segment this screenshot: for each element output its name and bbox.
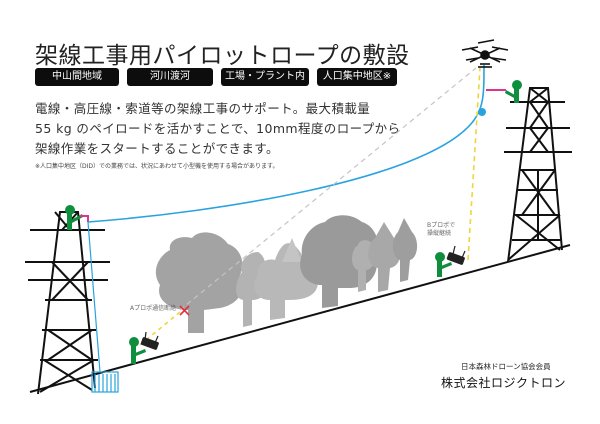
description-line-1: 電線・高圧線・索道等の架線工事のサポート。最大積載量 [35,101,371,116]
worker-icon [435,252,452,277]
controller-icon [140,331,159,350]
pylon-icon [504,87,572,263]
label-b-propo-line1: Bプロポで [427,222,456,229]
signal-a-link [179,67,477,311]
rope-connector [80,215,89,222]
signal-b-link [467,67,481,261]
tag-factory-plant: 工場・プラント内 [221,68,309,86]
use-case-tags: 中山間地域 河川渡河 工場・プラント内 人口集中地区※ [35,68,397,86]
label-b-propo: Bプロポで 操縦継続 [427,222,455,238]
description: 電線・高圧線・索道等の架線工事のサポート。最大積載量 55 kg のペイロードを… [35,99,400,159]
label-a-propo: Aプロポ通信断絶 [130,305,177,312]
controller-icon [446,245,466,265]
drone-icon [461,39,509,68]
tree-icon [392,218,418,282]
pilot-rope-down [87,221,101,373]
footnote: ※人口集中地区（DID）での業務では、状況にあわせて小型機を使用する場合がありま… [35,163,279,170]
cross-mark-icon [179,305,190,316]
tag-mountain-area: 中山間地域 [35,68,119,86]
rope-weight [478,108,486,116]
worker-icon [129,337,146,364]
tag-did-area: 人口集中地区※ [317,68,397,86]
pylon-icon [25,211,110,395]
worker-icon [505,80,522,103]
tree-icon [155,232,243,333]
association-member: 日本森林ドローン協会会員 [461,362,551,371]
tag-river-crossing: 河川渡河 [127,68,213,86]
page-title: 架線工事用パイロットロープの敷設 [35,43,410,69]
tree-icon [282,238,302,262]
tree-group [155,215,418,333]
company-name: 株式会社ロジクトロン [441,376,567,390]
tree-icon [368,222,401,292]
ground-line [29,244,571,393]
label-b-propo-line2: 操縦継続 [427,230,452,237]
description-line-3: 架線作業をスタートすることができます。 [35,141,279,156]
fence-icon [91,371,119,393]
pilot-rope [87,64,485,223]
description-line-2: 55 kg のペイロードを活かすことで、10mm程度のロープから [35,121,401,136]
